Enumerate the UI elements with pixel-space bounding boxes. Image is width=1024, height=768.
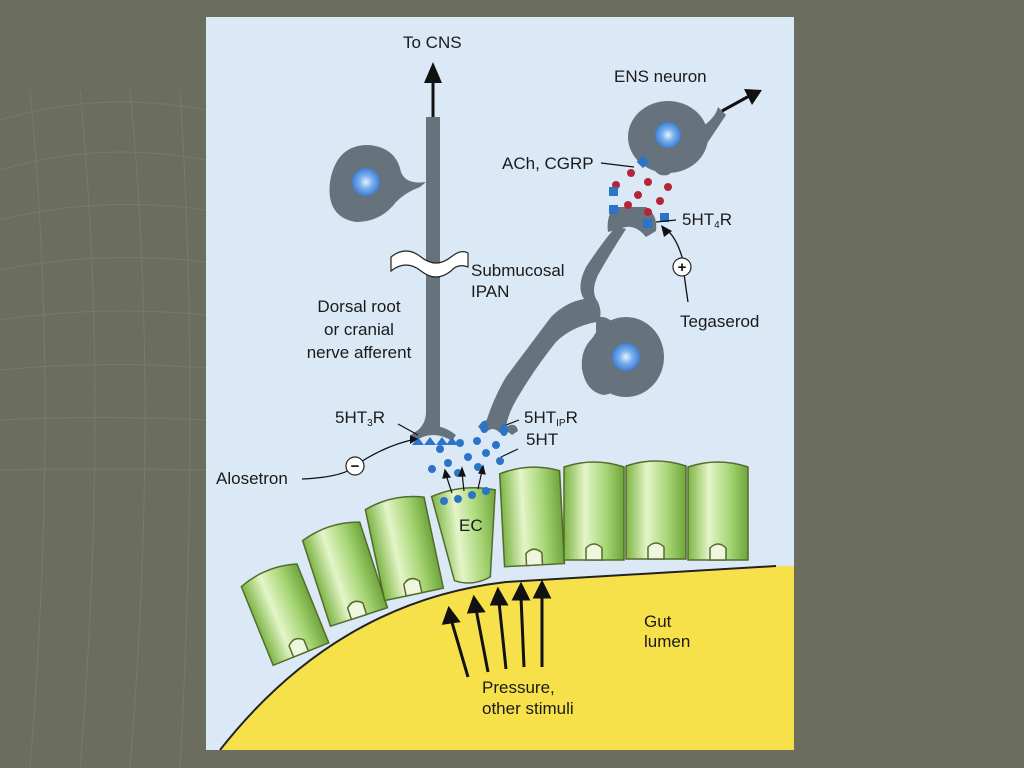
serotonin-signaling-diagram: − +: [219, 62, 794, 750]
dorsal-root-label: Dorsal root: [317, 297, 401, 316]
tegaserod-label: Tegaserod: [680, 312, 760, 331]
ach-cgrp-label: ACh, CGRP: [502, 154, 594, 173]
5ht1p-receptors: [480, 421, 508, 436]
ipan-neuron: [478, 207, 664, 435]
5ht3-receptors: [412, 437, 458, 445]
epithelial-cell: [563, 461, 625, 561]
serotonin-label: 5HT: [526, 430, 559, 449]
afferent-neuron: [329, 112, 469, 441]
submucosal-label: Submucosal: [471, 261, 565, 280]
epithelium: [240, 460, 749, 667]
nucleus: [612, 343, 640, 371]
ens-output-arrow: [721, 89, 762, 113]
lumen-label: lumen: [644, 632, 691, 651]
pressure-label: Pressure,: [482, 678, 555, 697]
ach-cgrp-vesicles: [612, 169, 672, 216]
gut-lumen: [220, 566, 794, 750]
to-cns-arrow: [424, 62, 442, 112]
nucleus: [655, 122, 681, 148]
agonist-symbol: +: [672, 257, 692, 277]
ens-neuron-label: ENS neuron: [614, 67, 707, 86]
diagram-panel: − + To CNS ENS neuron ACh, CGRP 5HT4R Su…: [206, 17, 794, 750]
epithelial-cell: [687, 461, 749, 561]
to-cns-label: To CNS: [403, 33, 462, 52]
alosetron-label: Alosetron: [216, 469, 288, 488]
gut-label: Gut: [644, 612, 672, 631]
pressure-arrows: [441, 579, 552, 678]
5ht3r-label: 5HT3R: [335, 408, 385, 429]
epithelial-cell: [240, 563, 330, 667]
epithelial-cell: [625, 460, 687, 560]
svg-text:−: −: [351, 458, 360, 475]
antagonist-symbol: −: [345, 456, 365, 476]
nucleus: [352, 168, 380, 196]
5ht1pr-label: 5HTIPR: [524, 408, 578, 429]
serotonin-molecules: [428, 437, 504, 505]
tegaserod-activation: [661, 225, 689, 303]
ipan-label: IPAN: [471, 282, 510, 301]
5ht4r-label: 5HT4R: [682, 210, 732, 231]
other-stimuli-label: other stimuli: [482, 699, 574, 718]
leader-lines: [397, 162, 677, 458]
ec-label: EC: [459, 516, 483, 535]
svg-text:+: +: [678, 259, 687, 276]
or-cranial-label: or cranial: [324, 320, 394, 339]
axon-break: [390, 250, 469, 278]
release-arrows: [442, 464, 486, 494]
epithelial-cell: [364, 495, 445, 602]
nerve-afferent-label: nerve afferent: [306, 343, 412, 362]
